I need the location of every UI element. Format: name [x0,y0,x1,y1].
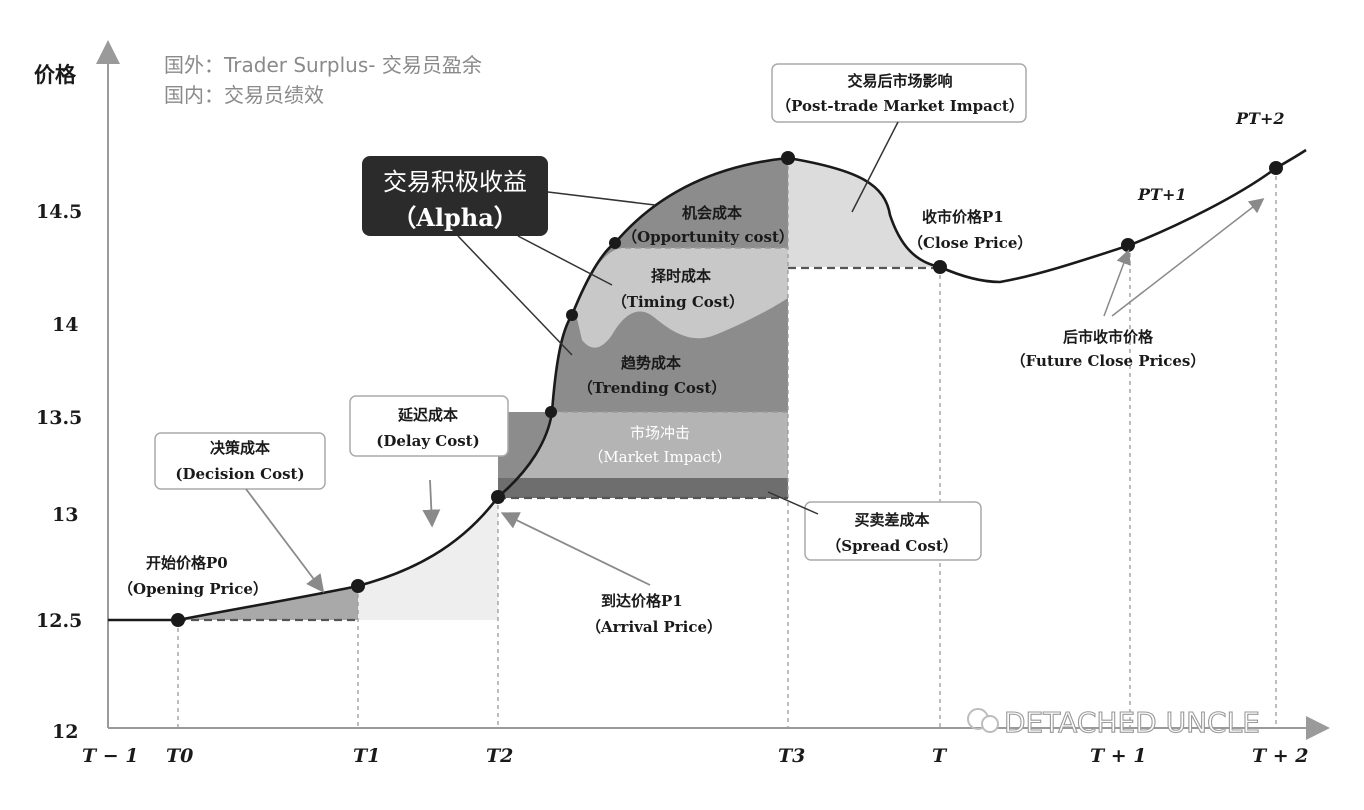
y-tick-label: 12.5 [36,610,82,632]
x-tick-label: T + 2 [1252,745,1309,767]
decision-cost-label: 决策成本 [210,439,270,457]
point-close [933,260,947,274]
timing-cost-region [575,248,788,348]
opening-price-label-en: （Opening Price） [118,580,268,598]
decision-cost-region [178,586,358,620]
arrival-price-label-en: （Arrival Price） [586,618,722,636]
price-curve [108,148,1307,622]
point-arrival [491,490,505,504]
arrival-price-label: 到达价格P1 [601,592,683,610]
y-tick-label: 14.5 [36,201,82,223]
trending-cost-label-en: （Trending Cost） [578,379,727,397]
y-tick-label: 12 [52,721,78,743]
point-t3 [781,151,795,165]
x-tick-label: T − 1 [82,745,139,767]
x-tick-label: T1 [353,745,380,767]
trending-cost-label: 趋势成本 [621,354,681,372]
alpha-box-line-1: 交易积极收益 [383,168,527,196]
decision-cost-box [154,432,326,490]
x-tick-label: T + 1 [1090,745,1147,767]
point-t-plus-2 [1269,161,1283,175]
x-tick-label: T0 [166,745,193,767]
market-impact-label: 市场冲击 [630,424,690,442]
opening-price-label: 开始价格P0 [146,554,228,572]
point-t-plus-1 [1121,238,1135,252]
close-price-label-en: （Close Price） [908,234,1032,252]
p-t-plus-2-label: PT+2 [1235,109,1284,128]
opportunity-cost-label-en: （Opportunity cost） [622,228,794,246]
post-trade-impact-region [788,158,940,267]
alpha-box-line-2: （Alpha） [392,203,518,232]
timing-cost-label: 择时成本 [651,267,711,285]
point-t1 [351,579,365,593]
watermark: DETACHED UNCLE [967,705,1260,740]
opportunity-cost-label: 机会成本 [682,204,742,222]
watermark-text: DETACHED UNCLE [1004,706,1260,739]
x-tick-label: T [932,745,948,767]
y-tick-label: 13.5 [36,407,82,429]
spread-cost-box [804,501,982,561]
market-impact-label-en: （Market Impact） [588,448,731,466]
spread-cost-label: 买卖差成本 [854,511,929,529]
spread-cost-label-en: （Spread Cost） [826,537,958,555]
post-trade-box [771,63,1027,123]
vertical-guides [177,158,1277,728]
header-line-1: 国外：Trader Surplus- 交易员盈余 [164,53,482,77]
y-tick-label: 13 [52,504,78,526]
delay-cost-label: 延迟成本 [397,406,458,424]
header-line-2: 国内：交易员绩效 [164,83,324,107]
timing-cost-label-en: （Timing Cost） [612,293,744,311]
future-close-label: 后市收市价格 [1063,328,1154,346]
post-trade-label: 交易后市场影响 [847,72,952,90]
x-tick-label: T2 [486,745,513,767]
point-mid-2 [566,309,578,321]
spread-cost-region [498,478,788,498]
price-points [171,151,1283,627]
alpha-connectors [457,191,656,356]
y-axis-title: 价格 [34,62,77,87]
decision-cost-label-en: (Decision Cost) [175,465,304,483]
horizontal-guides [178,266,940,622]
point-mid-1 [545,406,557,418]
y-tick-label: 14 [52,314,78,336]
x-tick-label: T3 [778,745,805,767]
delay-cost-label-en: (Delay Cost) [376,432,479,450]
point-opening [171,613,185,627]
point-mid-3 [609,237,621,249]
close-price-label: 收市价格P1 [922,208,1004,226]
delay-cost-box [349,395,509,457]
alpha-box [362,156,548,236]
p-t-plus-1-label: PT+1 [1137,185,1186,204]
post-trade-label-en: （Post-trade Market Impact） [776,97,1024,115]
future-close-label-en: （Future Close Prices） [1011,352,1206,370]
